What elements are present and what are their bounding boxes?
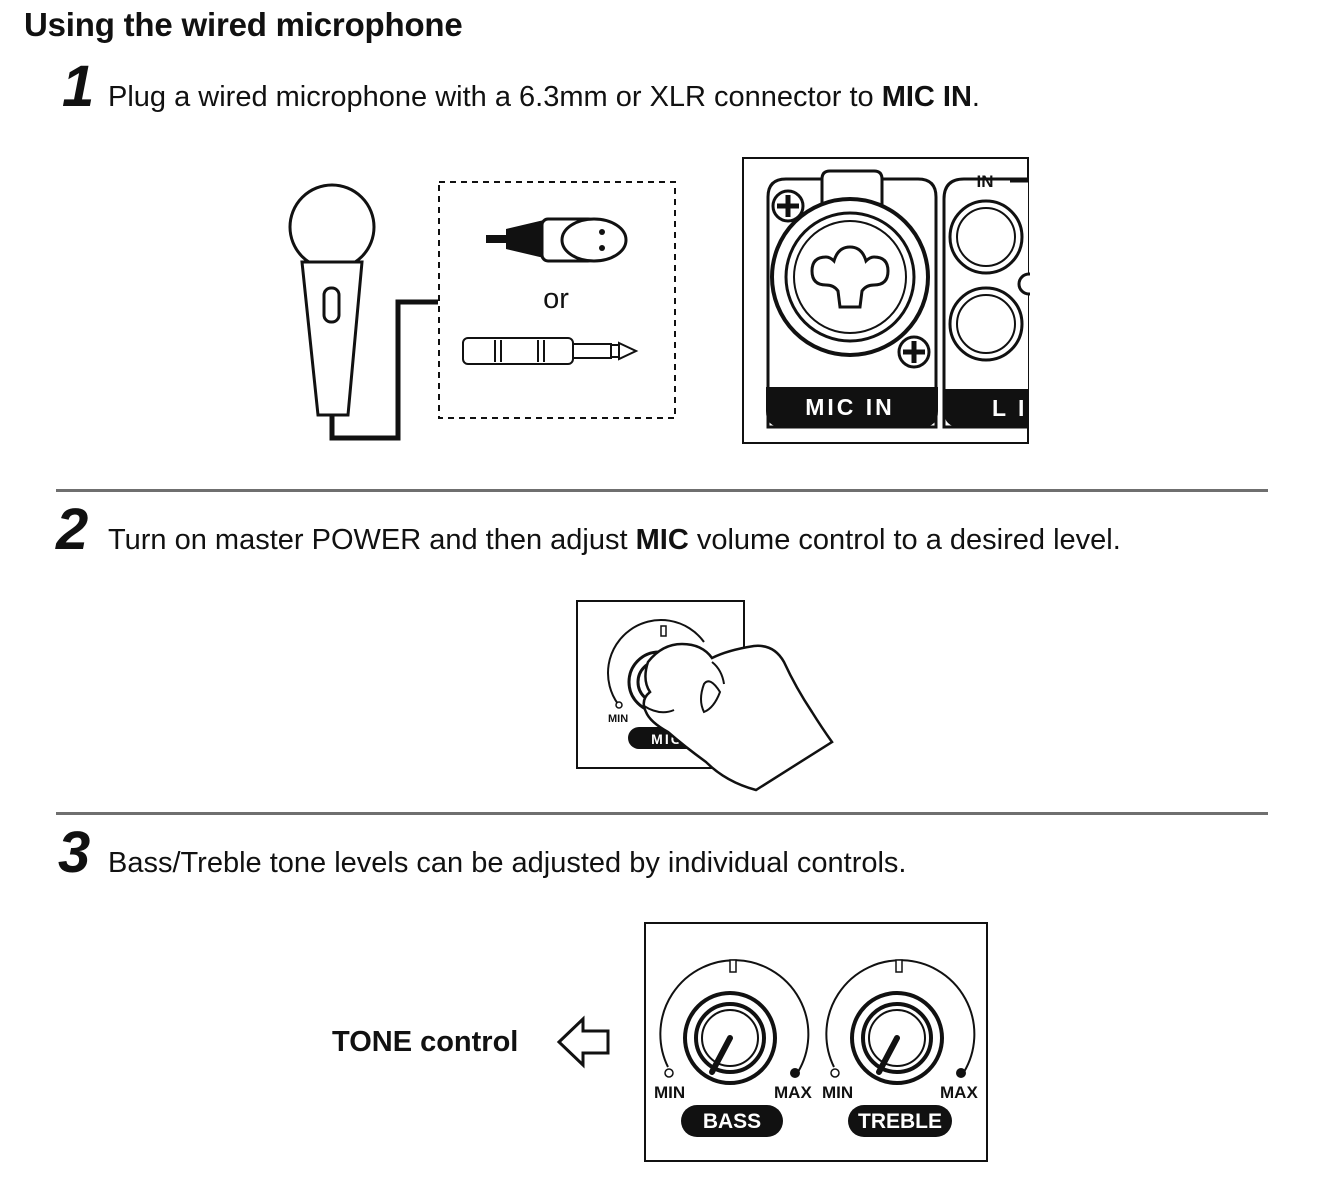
step-1-text-after: . (971, 81, 980, 113)
step-2-text-bold: MIC (635, 524, 689, 556)
microphone-cable (329, 299, 438, 441)
step-1-text-bold: MIC IN (881, 81, 972, 113)
step-1-text-before: Plug a wired microphone with a 6.3mm or … (108, 81, 882, 113)
step-2-text-after: volume control to a desired level. (688, 524, 1121, 556)
microphone-connectors-illustration: or (288, 181, 676, 441)
treble-min-label: MIN (822, 1083, 853, 1102)
treble-label: TREBLE (858, 1110, 942, 1133)
step-2-text: Turn on master POWER and then adjust MIC… (108, 526, 1121, 555)
panel-in-label: IN (977, 172, 994, 191)
microphone-icon (288, 183, 376, 417)
bass-max-label: MAX (774, 1083, 812, 1102)
hand-icon (642, 642, 834, 792)
mic-in-label: MIC IN (805, 394, 895, 420)
mic-in-jack[interactable] (770, 197, 930, 357)
step-2-text-before: Turn on master POWER and then adjust (108, 524, 636, 556)
or-label: or (543, 283, 569, 315)
step-2-number: 2 (56, 497, 89, 562)
connector-options-box (438, 181, 676, 419)
bass-min-label: MIN (654, 1083, 685, 1102)
section-divider (56, 812, 1268, 815)
step-1-number: 1 (62, 54, 95, 119)
step-3-text-before: Bass/Treble tone levels can be adjusted … (108, 847, 907, 879)
jack-plug-icon (462, 337, 639, 365)
treble-knob[interactable] (850, 991, 944, 1085)
bass-label: BASS (703, 1110, 761, 1133)
step-3-text: Bass/Treble tone levels can be adjusted … (108, 849, 907, 878)
step-1-text: Plug a wired microphone with a 6.3mm or … (108, 83, 980, 112)
treble-max-label: MAX (940, 1083, 978, 1102)
line-in-jack[interactable] (948, 286, 1024, 362)
line-in-jack[interactable] (948, 199, 1024, 275)
mic-min-label: MIN (608, 713, 628, 725)
section-divider (56, 489, 1268, 492)
line-label-partial: L I (992, 395, 1027, 421)
mic-volume-knob-illustration: MIN MIC (576, 600, 834, 792)
step-3-number: 3 (58, 820, 91, 885)
page-title: Using the wired microphone (24, 6, 463, 43)
bass-knob[interactable] (683, 991, 777, 1085)
mic-in-panel-illustration: MIC IN IN L I (742, 157, 1030, 444)
tone-control-label: TONE control (332, 1026, 519, 1058)
xlr-connector-icon (486, 217, 628, 263)
screw-icon (771, 189, 805, 223)
screw-icon (897, 335, 931, 369)
arrow-left-icon (556, 1015, 610, 1069)
tone-controls-illustration: MIN MAX BASS MIN MAX TREBLE (644, 922, 988, 1162)
